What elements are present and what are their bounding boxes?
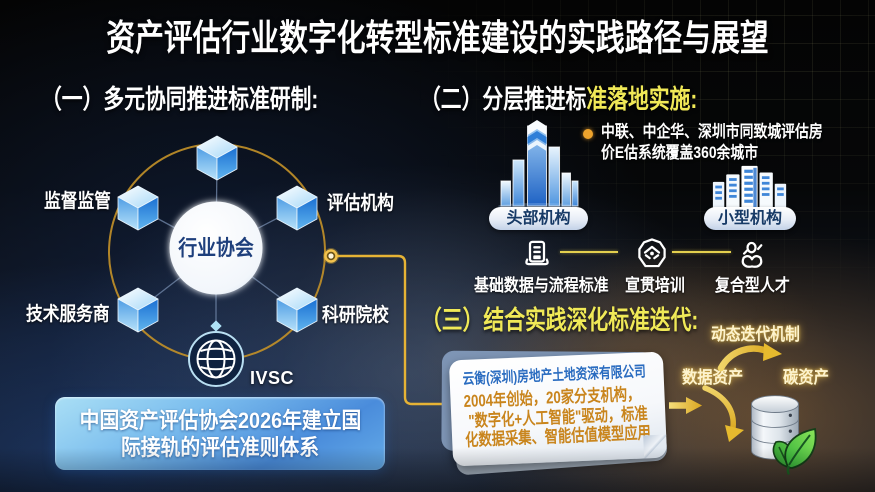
bullet-line2: 价E估系统覆盖360余城市 — [601, 144, 759, 162]
bullet-text: 中联、中企华、深圳市同致城评估房价E估系统覆盖360余城市 — [601, 122, 823, 164]
section1-heading: （一）多元协同推进标准研制: — [41, 84, 319, 114]
banner-line2: 际接轨的评估准则体系 — [120, 434, 319, 460]
step-connector-2 — [672, 251, 731, 253]
section3-heading: （三）结合实践深化标准迭代: — [421, 305, 699, 335]
case-card: 云衡(深圳)房地产土地资深有限公司 2004年创始，20家分支机构， "数字化+… — [441, 350, 668, 476]
page-title: 资产评估行业数字化转型标准建设的实践路径与展望 — [106, 17, 769, 58]
step3-label: 复合型人才 — [715, 276, 790, 295]
big-org-badge: 头部机构 — [489, 207, 588, 230]
ivsc-globe-icon — [188, 331, 244, 387]
data-asset-label: 数据资产 — [682, 368, 744, 387]
node-label-research: 科研院校 — [322, 305, 389, 326]
section2-heading-white: （二）分层推进标 — [420, 84, 587, 114]
hub-center-circle — [169, 201, 263, 295]
globe-pendant-diamond — [210, 320, 222, 332]
small-buildings-icon — [712, 165, 787, 209]
bullet-line1: 中联、中企华、深圳市同致城评估房 — [601, 123, 823, 141]
carbon-asset-label: 碳资产 — [783, 368, 829, 387]
section2-heading: （二）分层推进标准落地实施: — [420, 86, 697, 113]
iteration-arrow-bottom — [702, 385, 744, 442]
small-org-badge: 小型机构 — [704, 207, 796, 230]
banner-2026-goal: 中国资产评估协会2026年建立国 际接轨的评估准则体系 — [55, 397, 385, 470]
standards-doc-icon — [525, 240, 549, 266]
node-label-appraisal-orgs: 评估机构 — [327, 193, 394, 214]
node-label-tech-vendors: 技术服务商 — [26, 304, 110, 325]
step1-label: 基础数据与流程标准 — [474, 276, 609, 295]
training-icon — [638, 238, 666, 268]
hub-diagram: 行业协会 — [108, 135, 451, 406]
hub-center-label: 行业协会 — [177, 235, 254, 260]
iteration-arrow-top — [717, 343, 782, 372]
talent-icon — [741, 241, 763, 268]
card-to-db-arrow — [669, 397, 703, 414]
gold-connector-dot — [323, 248, 339, 264]
mechanism-label: 动态迭代机制 — [711, 325, 800, 344]
case-card-title: 云衡(深圳)房地产土地资深有限公司 — [462, 363, 647, 388]
step-connector-1 — [560, 251, 618, 253]
ivsc-label: IVSC — [250, 368, 295, 388]
hub-node-cubes — [117, 135, 318, 333]
case-card-front: 云衡(深圳)房地产土地资深有限公司 2004年创始，20家分支机构， "数字化+… — [448, 351, 668, 467]
gold-connector-line — [336, 254, 451, 406]
node-label-supervision: 监督监管 — [44, 191, 111, 212]
bullet-dot — [583, 129, 593, 139]
banner-line1: 中国资产评估协会2026年建立国 — [79, 407, 361, 433]
big-buildings-icon — [498, 120, 579, 209]
section2-heading-highlight: 准落地实施: — [586, 84, 698, 114]
step2-label: 宣贯培训 — [625, 276, 685, 295]
leaf-icon — [772, 427, 817, 475]
